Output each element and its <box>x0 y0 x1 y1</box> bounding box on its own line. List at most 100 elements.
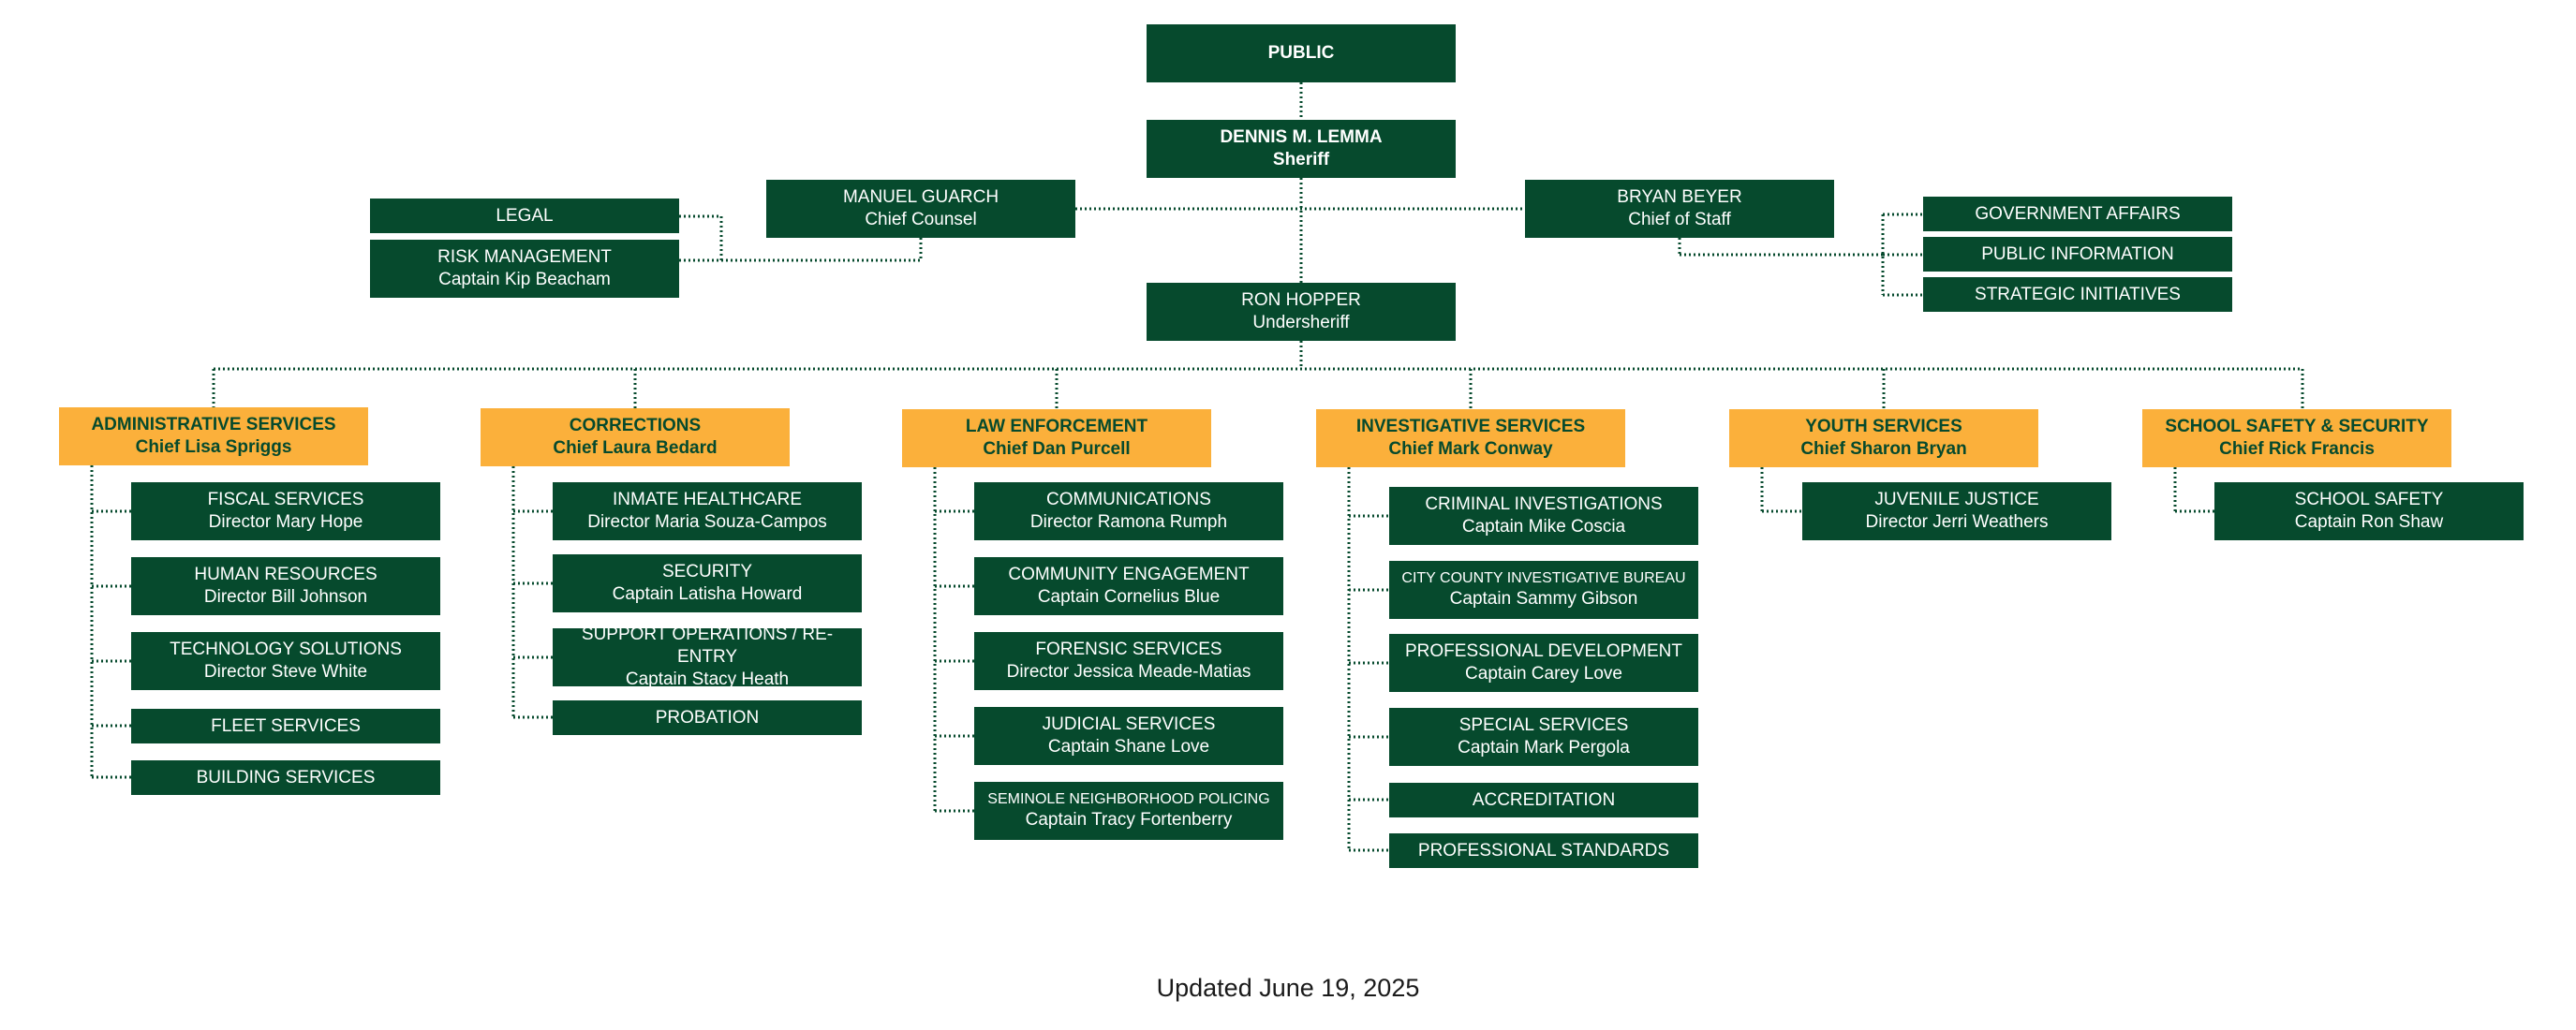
unit-name: BUILDING SERVICES <box>196 767 376 787</box>
government-affairs-box: GOVERNMENT AFFAIRS <box>1923 197 2232 231</box>
unit-lead: Captain Latisha Howard <box>612 584 803 604</box>
unit-juvenile-justice: JUVENILE JUSTICE Director Jerri Weathers <box>1802 482 2111 540</box>
division-chief: Chief Dan Purcell <box>983 439 1131 459</box>
division-investigative-services: INVESTIGATIVE SERVICES Chief Mark Conway <box>1316 409 1625 467</box>
unit-name: CITY COUNTY INVESTIGATIVE BUREAU <box>1401 570 1686 587</box>
unit-name: PROBATION <box>655 707 760 728</box>
chief-of-staff-box: BRYAN BEYER Chief of Staff <box>1525 180 1834 238</box>
public-information-label: PUBLIC INFORMATION <box>1981 243 2174 264</box>
unit-lead: Director Jessica Meade-Matias <box>1006 662 1251 682</box>
division-name: INVESTIGATIVE SERVICES <box>1355 417 1586 437</box>
unit-professional-development: PROFESSIONAL DEVELOPMENT Captain Carey L… <box>1389 634 1698 692</box>
unit-lead: Director Ramona Rumph <box>1029 512 1228 532</box>
strategic-initiatives-box: STRATEGIC INITIATIVES <box>1923 277 2232 312</box>
division-name: SCHOOL SAFETY & SECURITY <box>2165 417 2429 437</box>
chief-of-staff-name: BRYAN BEYER <box>1617 187 1742 208</box>
division-chief: Chief Sharon Bryan <box>1800 439 1967 459</box>
division-name: LAW ENFORCEMENT <box>965 417 1148 437</box>
sheriff-title: Sheriff <box>1272 150 1330 169</box>
division-chief: Chief Lisa Spriggs <box>135 437 292 457</box>
unit-name: FORENSIC SERVICES <box>1035 640 1222 660</box>
unit-human-resources: HUMAN RESOURCES Director Bill Johnson <box>131 557 440 615</box>
division-chief: Chief Rick Francis <box>2219 439 2375 459</box>
government-affairs-label: GOVERNMENT AFFAIRS <box>1975 203 2181 224</box>
unit-professional-standards: PROFESSIONAL STANDARDS <box>1389 833 1698 868</box>
chief-counsel-title: Chief Counsel <box>865 210 977 229</box>
undersheriff-title: Undersheriff <box>1252 313 1350 332</box>
unit-name: ACCREDITATION <box>1472 789 1616 810</box>
unit-forensic-services: FORENSIC SERVICES Director Jessica Meade… <box>974 632 1283 690</box>
division-corrections: CORRECTIONS Chief Laura Bedard <box>481 408 790 466</box>
chief-counsel-box: MANUEL GUARCH Chief Counsel <box>766 180 1075 238</box>
unit-security: SECURITY Captain Latisha Howard <box>553 554 862 612</box>
unit-name: SPECIAL SERVICES <box>1458 715 1629 736</box>
unit-technology-solutions: TECHNOLOGY SOLUTIONS Director Steve Whit… <box>131 632 440 690</box>
undersheriff-name: RON HOPPER <box>1241 290 1361 311</box>
unit-judicial-services: JUDICIAL SERVICES Captain Shane Love <box>974 707 1283 765</box>
unit-lead: Captain Mike Coscia <box>1461 517 1626 537</box>
sheriff-box: DENNIS M. LEMMA Sheriff <box>1147 120 1456 178</box>
unit-name: TECHNOLOGY SOLUTIONS <box>170 640 402 660</box>
unit-support-operations: SUPPORT OPERATIONS / RE-ENTRY Captain St… <box>553 625 862 689</box>
unit-name: HUMAN RESOURCES <box>194 565 378 585</box>
unit-lead: Director Jerri Weathers <box>1865 512 2049 532</box>
undersheriff-box: RON HOPPER Undersheriff <box>1147 283 1456 341</box>
public-information-box: PUBLIC INFORMATION <box>1923 237 2232 272</box>
strategic-initiatives-label: STRATEGIC INITIATIVES <box>1975 284 2181 304</box>
unit-name: PROFESSIONAL DEVELOPMENT <box>1405 641 1682 662</box>
unit-lead: Captain Sammy Gibson <box>1449 589 1638 610</box>
division-school-safety-security: SCHOOL SAFETY & SECURITY Chief Rick Fran… <box>2142 409 2451 467</box>
unit-name: SUPPORT OPERATIONS / RE-ENTRY <box>581 625 834 668</box>
risk-management-label: RISK MANAGEMENT <box>437 247 612 268</box>
chief-counsel-name: MANUEL GUARCH <box>842 187 999 208</box>
unit-lead: Director Maria Souza-Campos <box>587 512 827 532</box>
legal-box: LEGAL <box>370 199 679 233</box>
division-administrative-services: ADMINISTRATIVE SERVICES Chief Lisa Sprig… <box>59 407 368 465</box>
division-youth-services: YOUTH SERVICES Chief Sharon Bryan <box>1729 409 2038 467</box>
public-label: PUBLIC <box>1267 43 1335 64</box>
unit-name: SCHOOL SAFETY <box>2294 490 2444 510</box>
division-law-enforcement: LAW ENFORCEMENT Chief Dan Purcell <box>902 409 1211 467</box>
unit-building-services: BUILDING SERVICES <box>131 760 440 795</box>
unit-seminole-neighborhood-policing: SEMINOLE NEIGHBORHOOD POLICING Captain T… <box>974 782 1283 840</box>
division-chief: Chief Laura Bedard <box>553 438 718 458</box>
unit-name: CRIMINAL INVESTIGATIONS <box>1425 494 1663 515</box>
unit-fleet-services: FLEET SERVICES <box>131 709 440 743</box>
public-box: PUBLIC <box>1147 24 1456 82</box>
legal-label: LEGAL <box>496 205 554 226</box>
risk-management-lead: Captain Kip Beacham <box>438 270 611 289</box>
unit-name: FLEET SERVICES <box>211 715 361 736</box>
sheriff-name: DENNIS M. LEMMA <box>1220 127 1383 148</box>
unit-lead: Director Mary Hope <box>208 512 363 532</box>
unit-school-safety: SCHOOL SAFETY Captain Ron Shaw <box>2214 482 2524 540</box>
unit-name: SEMINOLE NEIGHBORHOOD POLICING <box>987 791 1270 808</box>
unit-name: FISCAL SERVICES <box>207 490 364 510</box>
unit-name: JUVENILE JUSTICE <box>1874 490 2039 510</box>
risk-management-box: RISK MANAGEMENT Captain Kip Beacham <box>370 240 679 298</box>
unit-lead: Captain Stacy Heath <box>625 669 790 689</box>
unit-name: JUDICIAL SERVICES <box>1042 714 1216 735</box>
unit-name: SECURITY <box>661 562 753 582</box>
unit-community-engagement: COMMUNITY ENGAGEMENT Captain Cornelius B… <box>974 557 1283 615</box>
unit-special-services: SPECIAL SERVICES Captain Mark Pergola <box>1389 708 1698 766</box>
unit-communications: COMMUNICATIONS Director Ramona Rumph <box>974 482 1283 540</box>
division-name: CORRECTIONS <box>569 416 702 436</box>
unit-lead: Captain Ron Shaw <box>2294 512 2444 532</box>
unit-name: COMMUNICATIONS <box>1046 490 1211 510</box>
unit-lead: Director Steve White <box>203 662 368 682</box>
unit-lead: Captain Mark Pergola <box>1458 738 1630 758</box>
division-name: ADMINISTRATIVE SERVICES <box>91 415 336 435</box>
unit-lead: Captain Tracy Fortenberry <box>1025 810 1233 831</box>
unit-lead: Captain Cornelius Blue <box>1037 587 1221 607</box>
unit-name: PROFESSIONAL STANDARDS <box>1417 840 1670 861</box>
unit-name: INMATE HEALTHCARE <box>613 490 802 510</box>
unit-criminal-investigations: CRIMINAL INVESTIGATIONS Captain Mike Cos… <box>1389 487 1698 545</box>
division-chief: Chief Mark Conway <box>1388 439 1553 459</box>
division-name: YOUTH SERVICES <box>1805 417 1962 437</box>
unit-inmate-healthcare: INMATE HEALTHCARE Director Maria Souza-C… <box>553 482 862 540</box>
unit-city-county-investigative-bureau: CITY COUNTY INVESTIGATIVE BUREAU Captain… <box>1389 561 1698 619</box>
unit-probation: PROBATION <box>553 700 862 735</box>
unit-lead: Director Bill Johnson <box>203 587 368 607</box>
unit-fiscal-services: FISCAL SERVICES Director Mary Hope <box>131 482 440 540</box>
